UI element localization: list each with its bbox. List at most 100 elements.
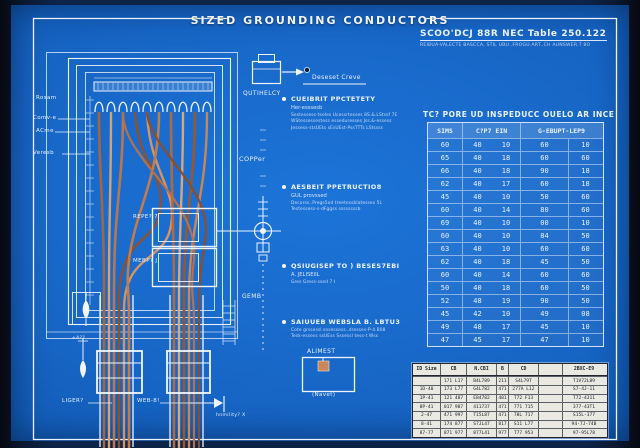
table-cell: S15L-377 — [572, 413, 596, 419]
table-cell: 84 — [521, 230, 569, 242]
arrow-icon — [296, 68, 304, 76]
table-cell: 277A L12 — [509, 386, 539, 394]
output-breaker-icon — [251, 54, 296, 85]
detail-label-top: REPE? 7 — [133, 214, 159, 220]
table-cell: 62 — [428, 256, 463, 268]
table-cell — [539, 412, 563, 420]
table-cell: B4L789 — [467, 377, 497, 386]
table-cell — [413, 377, 441, 386]
table-cell: 60 — [521, 243, 569, 255]
table-cell: 10 — [581, 336, 590, 344]
table-cell: 45 — [473, 336, 482, 344]
conduit-clamp-icon — [96, 350, 211, 394]
aliment-box-icon — [301, 356, 356, 393]
table-cell: 60 — [581, 193, 590, 201]
table-cell: 52 — [428, 295, 463, 307]
nec-reference-heading: SCOO'DCJ 88R NEC Table 250.122 — [420, 29, 607, 41]
table-cell: 60 — [521, 139, 569, 151]
table-cell: 411737 — [467, 403, 497, 412]
bullet-icon — [282, 97, 286, 101]
table-cell: 8-41 — [413, 420, 441, 429]
table-cell — [539, 429, 563, 437]
conduit-label-left: LIGER? — [62, 398, 84, 404]
table-cell: 377-43T1 — [572, 404, 596, 410]
gemb-label: GEMB — [242, 293, 262, 300]
note-subtext: GUL provssed — [291, 193, 327, 199]
table-cell: 40 — [473, 193, 482, 201]
table-cell: 60 — [428, 230, 463, 242]
table-cell: 2-47 — [413, 412, 441, 420]
table-cell: 49 — [428, 321, 463, 333]
table-cell: 60 — [521, 282, 569, 294]
panel-enclosure — [46, 52, 238, 339]
frame-border — [32, 17, 618, 441]
table-cell: 18 — [492, 256, 521, 268]
note-equipment-protection: AESBEIT PPETRUCTIO8 GUL provssed Decorss… — [282, 183, 421, 212]
table-cell: 40 — [473, 180, 482, 188]
table-cell: 10 — [492, 230, 521, 242]
table-cell: 17 — [492, 178, 521, 190]
callout-glyph-icon — [303, 67, 310, 74]
table-cell: 10 — [492, 191, 521, 203]
table-cell: 211 — [497, 377, 509, 386]
table-cell: T1V72L89 — [572, 378, 596, 384]
table-cell — [539, 394, 563, 403]
table-cell: 87-77 — [413, 429, 441, 437]
table-cell: 00 — [521, 217, 569, 229]
note-heading: AESBEIT PPETRUCTIO8 — [291, 183, 382, 191]
table-cell: 817 — [497, 420, 509, 429]
table-cell: 10 — [492, 139, 521, 151]
aliment-label: ALIMEST — [307, 348, 336, 355]
table-cell: 45 — [428, 308, 463, 320]
meter-device-icon — [253, 129, 273, 352]
table-cell: 40 — [473, 258, 482, 266]
table-cell: 471 — [497, 403, 509, 412]
electrode-tick-label: +A?? — [72, 336, 86, 341]
table-cell: 47 — [521, 334, 569, 346]
table-cell: 18 — [492, 165, 521, 177]
table-cell: 60 — [521, 152, 569, 164]
detail-label-bottom: MEBP? J — [133, 258, 158, 264]
note-body: Gres Gress-ssed 7 I — [291, 279, 336, 285]
table-cell: 69 — [428, 217, 463, 229]
table-cell: 1P-41 — [413, 394, 441, 403]
table-cell: 121 487 — [441, 394, 467, 403]
panel-label-4: Veresb — [33, 150, 55, 156]
table-cell: 771 715 — [509, 403, 539, 412]
table-header-cell: CD — [509, 364, 539, 376]
table-cell: 40 — [473, 141, 482, 149]
table-cell: 08 — [581, 310, 590, 318]
table-cell: 50 — [581, 232, 590, 240]
table-header-cell: C?P7 EIN — [463, 123, 521, 138]
table-cell: 97-95L78 — [572, 430, 596, 436]
table-cell: 40 — [473, 167, 482, 175]
note-body: Jessess-stsUEts sEsUEst-PssTTTs LStssss — [291, 125, 384, 131]
table-cell: 60 — [428, 139, 463, 151]
bullet-icon — [282, 264, 286, 268]
terminal-strip-icon — [86, 96, 94, 305]
page-title-text: SIZED GROUNDING CONDUCTORS — [190, 14, 450, 27]
table-cell: 10 — [492, 243, 521, 255]
table-cell: T15L87 — [467, 412, 497, 420]
breaker-callout-label: Deseset Creve — [312, 74, 361, 81]
note-bonding: QSIUGISEP TO ) BESES7EBI A. JELISEIIL Gr… — [282, 262, 421, 285]
table-cell: 45 — [521, 321, 569, 333]
table-cell: 173 L77 — [441, 386, 467, 394]
table-cell: S11 L77 — [509, 420, 539, 429]
table-cell: 60 — [581, 245, 590, 253]
table-cell: 48 — [473, 297, 482, 305]
panel-label-3: ACme — [36, 128, 54, 134]
table-cell: 42 — [473, 310, 482, 318]
table-cell: 877L41 — [467, 429, 497, 437]
table-cell: 62 — [428, 178, 463, 190]
